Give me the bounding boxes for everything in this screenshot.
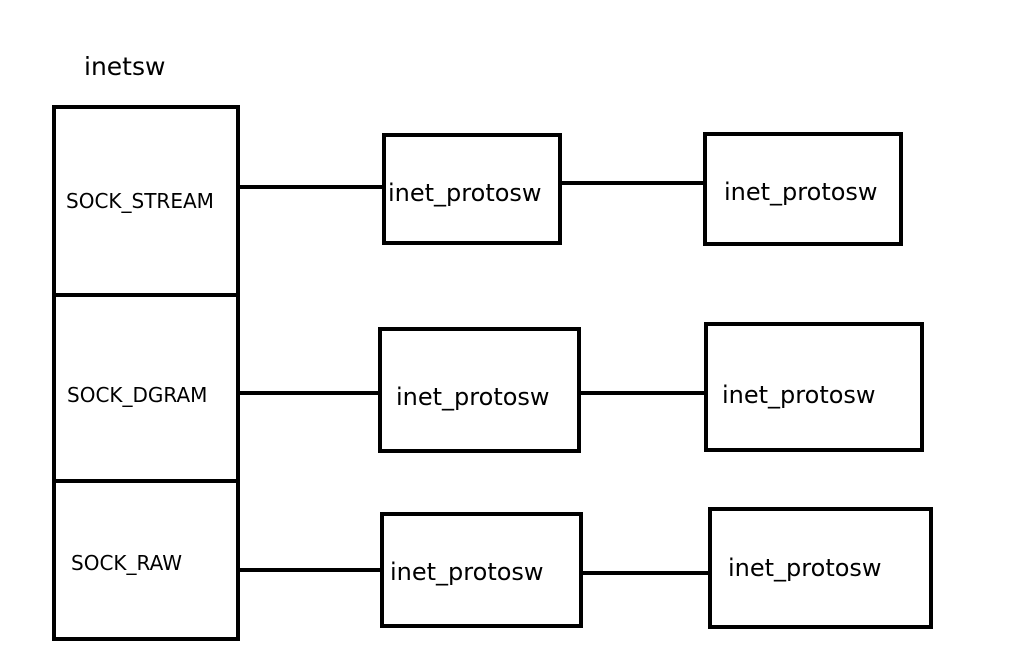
link-dgram-first-to-second (578, 391, 706, 395)
protosw-dgram-1 (378, 327, 581, 453)
link-stream-first-to-second (560, 181, 708, 185)
slot-label-sock-dgram: SOCK_DGRAM (67, 383, 208, 407)
link-stream-to-first (240, 185, 384, 189)
protosw-raw-2-label: inet_protosw (728, 554, 882, 582)
protosw-raw-1-label: inet_protosw (390, 558, 544, 586)
slot-label-sock-raw: SOCK_RAW (71, 551, 182, 575)
protosw-stream-1 (382, 133, 562, 245)
protosw-dgram-2 (704, 322, 924, 452)
protosw-dgram-2-label: inet_protosw (722, 381, 876, 409)
array-title: inetsw (84, 52, 166, 81)
protosw-stream-1-label: inet_protosw (388, 179, 542, 207)
array-slot-sock-raw (52, 479, 240, 641)
link-raw-first-to-second (580, 571, 710, 575)
protosw-dgram-1-label: inet_protosw (396, 383, 550, 411)
protosw-raw-2 (708, 507, 933, 629)
array-slot-sock-stream (52, 105, 240, 297)
link-raw-to-first (240, 568, 382, 572)
protosw-stream-2 (703, 132, 903, 246)
protosw-raw-1 (380, 512, 583, 628)
slot-label-sock-stream: SOCK_STREAM (66, 189, 214, 213)
protosw-stream-2-label: inet_protosw (724, 178, 878, 206)
link-dgram-to-first (240, 391, 380, 395)
